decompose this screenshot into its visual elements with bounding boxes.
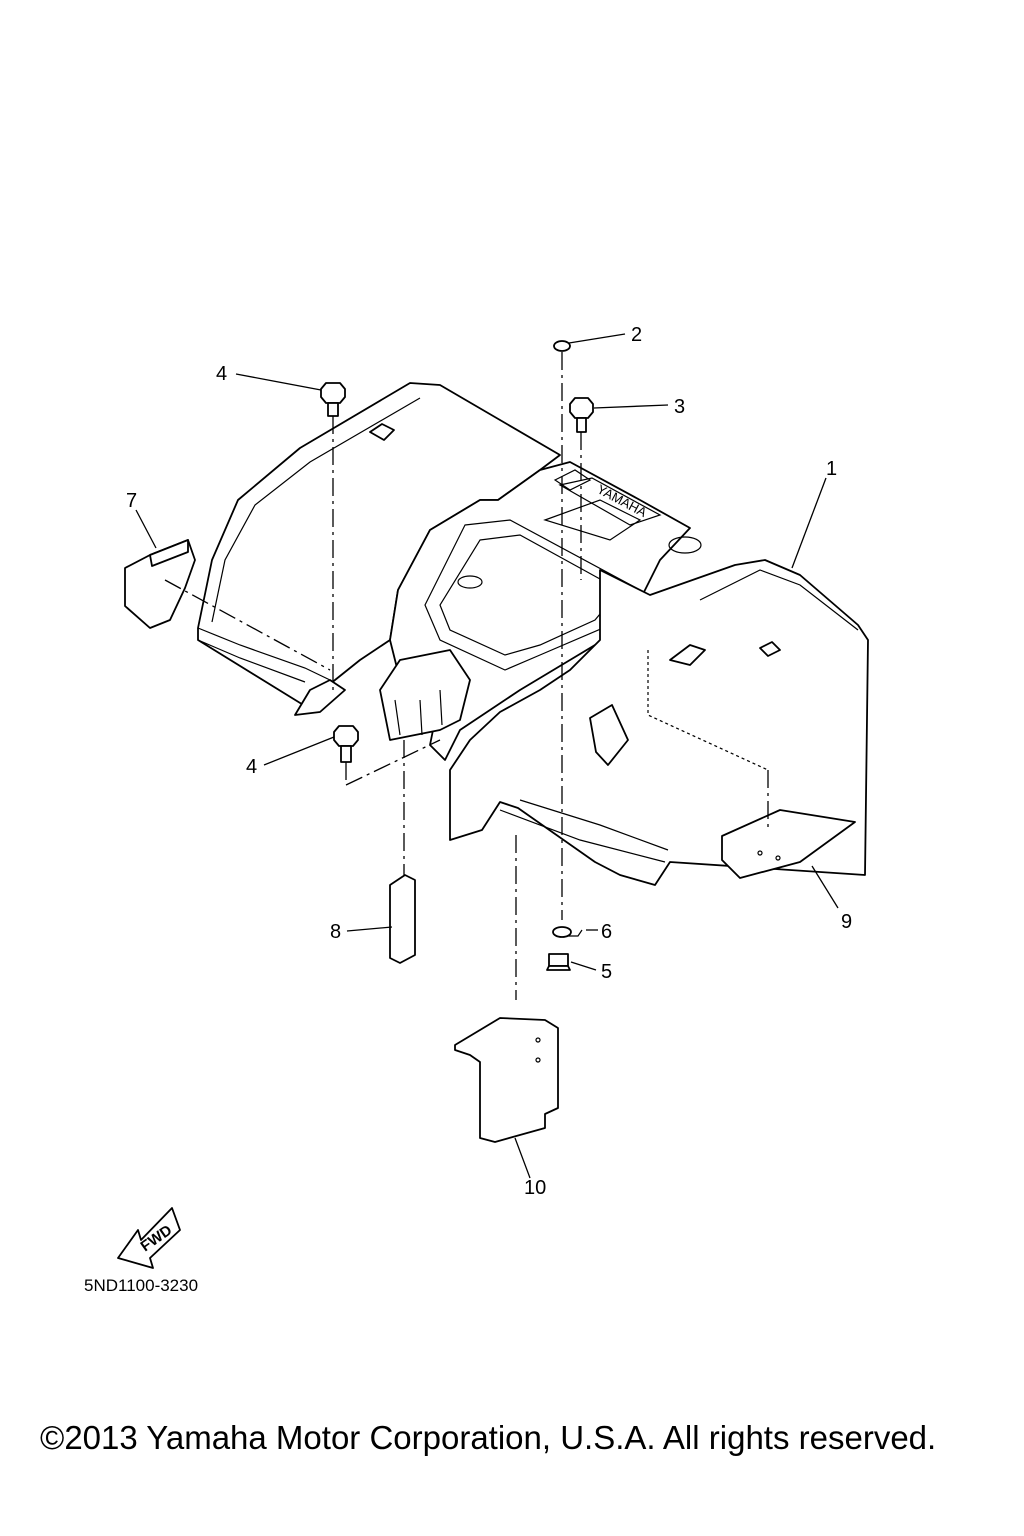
part-4-bolt-upper bbox=[320, 382, 346, 417]
part-9-guard bbox=[721, 809, 856, 879]
part-10-bracket bbox=[454, 1017, 559, 1143]
callout-numbers: 2 3 4 4 1 7 8 9 6 5 10 bbox=[126, 324, 852, 1199]
fwd-arrow-icon: FWD bbox=[117, 1207, 181, 1269]
part-7-cover bbox=[124, 539, 196, 629]
callout-4-upper: 4 bbox=[216, 363, 227, 385]
part-5-nut bbox=[546, 953, 571, 971]
part-2-clip bbox=[553, 340, 571, 352]
callout-2: 2 bbox=[631, 324, 642, 346]
part-8-plate bbox=[389, 874, 416, 964]
callout-4-lower: 4 bbox=[246, 756, 257, 778]
diagram-code: 5ND1100-3230 bbox=[84, 1276, 198, 1295]
callout-5: 5 bbox=[601, 961, 612, 983]
assembly-lines bbox=[164, 352, 769, 1000]
rear-fender: YAMAHA bbox=[197, 382, 869, 886]
callout-1: 1 bbox=[826, 458, 837, 480]
part-4-bolt-lower bbox=[333, 725, 359, 763]
part-3-bolt bbox=[569, 397, 594, 433]
callout-7: 7 bbox=[126, 490, 137, 512]
callout-9: 9 bbox=[841, 911, 852, 933]
leader-lines bbox=[135, 333, 839, 1179]
callout-3: 3 bbox=[674, 396, 685, 418]
part-6-washer bbox=[552, 926, 583, 938]
callout-10: 10 bbox=[524, 1177, 546, 1199]
copyright-text: ©2013 Yamaha Motor Corporation, U.S.A. A… bbox=[40, 1419, 936, 1456]
callout-6: 6 bbox=[601, 921, 612, 943]
callout-8: 8 bbox=[330, 921, 341, 943]
